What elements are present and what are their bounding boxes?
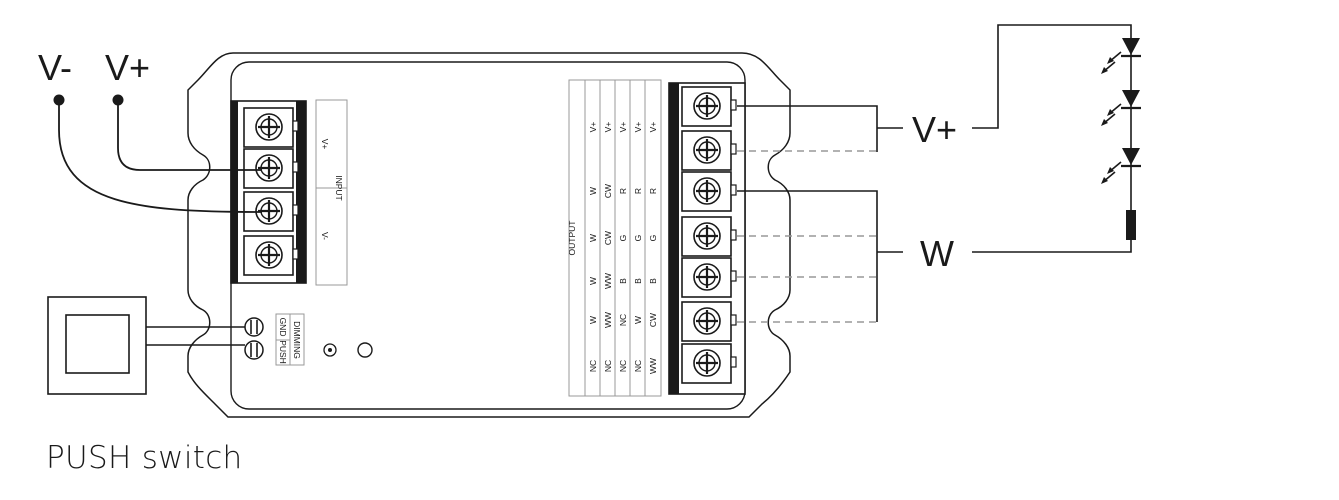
output-table-cell: NC	[588, 360, 598, 372]
output-table-cell: G	[618, 235, 628, 242]
dimming-gnd-screw[interactable]	[244, 317, 264, 337]
output-table-cell: G	[648, 235, 658, 242]
input-v-minus-label: V-	[320, 232, 330, 240]
output-table-cell: NC	[633, 360, 643, 372]
dimming-push-label: PUSH	[278, 340, 288, 364]
dimming-gnd-label: GND	[278, 318, 288, 337]
v-plus-label: V+	[105, 47, 150, 88]
push-switch-wires	[146, 326, 245, 346]
learn-button[interactable]	[357, 342, 373, 358]
input-label-box: INPUT V+ V-	[315, 99, 348, 286]
output-table: OUTPUT NCWWWWV+NCWWWWCWCWV+NCNCBGRV+NCWB…	[567, 79, 662, 397]
output-table-cell: WW	[648, 358, 658, 374]
output-table-cell: V+	[633, 122, 643, 133]
output-v-plus-label: V+	[912, 109, 957, 150]
output-table-cell: W	[633, 316, 643, 324]
power-input-wires	[53, 94, 263, 213]
output-table-cell: B	[618, 278, 628, 284]
input-terminal-block	[230, 100, 307, 284]
output-table-cell: WW	[603, 273, 613, 289]
input-screw-2[interactable]	[242, 147, 300, 190]
v-plus-wire	[117, 100, 262, 171]
output-table-cell: W	[588, 277, 598, 285]
led-string	[1099, 36, 1143, 240]
output-terminal-block	[668, 82, 746, 395]
output-screw-4[interactable]	[680, 215, 738, 258]
led-2-icon	[1099, 88, 1143, 128]
dimming-title: DIMMING	[292, 321, 302, 359]
input-screw-4[interactable]	[242, 234, 300, 277]
input-title: INPUT	[334, 175, 344, 201]
output-table-cell: CW	[603, 231, 613, 245]
output-screw-7[interactable]	[680, 342, 738, 385]
led-1-icon	[1099, 36, 1143, 76]
output-table-cell: W	[588, 187, 598, 195]
push-switch[interactable]	[47, 296, 147, 395]
output-table-cell: B	[633, 278, 643, 284]
output-table-cell: R	[648, 188, 658, 194]
output-table-cell: WW	[603, 312, 613, 328]
v-minus-wire	[58, 100, 263, 213]
output-screw-5[interactable]	[680, 256, 738, 299]
output-table-cell: NC	[618, 314, 628, 326]
output-table-cell: CW	[648, 313, 658, 327]
output-table-cell: V+	[618, 122, 628, 133]
output-table-cell: NC	[603, 360, 613, 372]
input-v-plus-label: V+	[320, 139, 330, 150]
output-table-cell: NC	[618, 360, 628, 372]
v-minus-label: V-	[38, 47, 72, 88]
output-table-cell: R	[633, 188, 643, 194]
output-w-label: W	[920, 233, 954, 274]
output-table-cell: W	[588, 234, 598, 242]
output-table-cell: V+	[648, 122, 658, 133]
output-table-cell: W	[588, 316, 598, 324]
output-table-cell: V+	[603, 122, 613, 133]
led-3-icon	[1099, 146, 1143, 186]
resistor-icon	[1126, 210, 1136, 240]
push-switch-caption: PUSH switch	[46, 440, 243, 476]
output-wires-w	[737, 190, 1132, 323]
output-screw-2[interactable]	[680, 129, 738, 172]
dimming-push-screw[interactable]	[244, 340, 264, 360]
output-wires-v-plus	[737, 24, 1132, 152]
output-table-cell: V+	[588, 122, 598, 133]
output-table-cell: G	[633, 235, 643, 242]
output-table-cell: R	[618, 188, 628, 194]
input-screw-1[interactable]	[242, 106, 300, 149]
output-table-cell: B	[648, 278, 658, 284]
output-screw-1[interactable]	[680, 85, 738, 128]
output-title: OUTPUT	[567, 221, 577, 256]
output-screw-3[interactable]	[680, 170, 738, 213]
output-table-cell: CW	[603, 184, 613, 198]
output-screw-6[interactable]	[680, 300, 738, 343]
